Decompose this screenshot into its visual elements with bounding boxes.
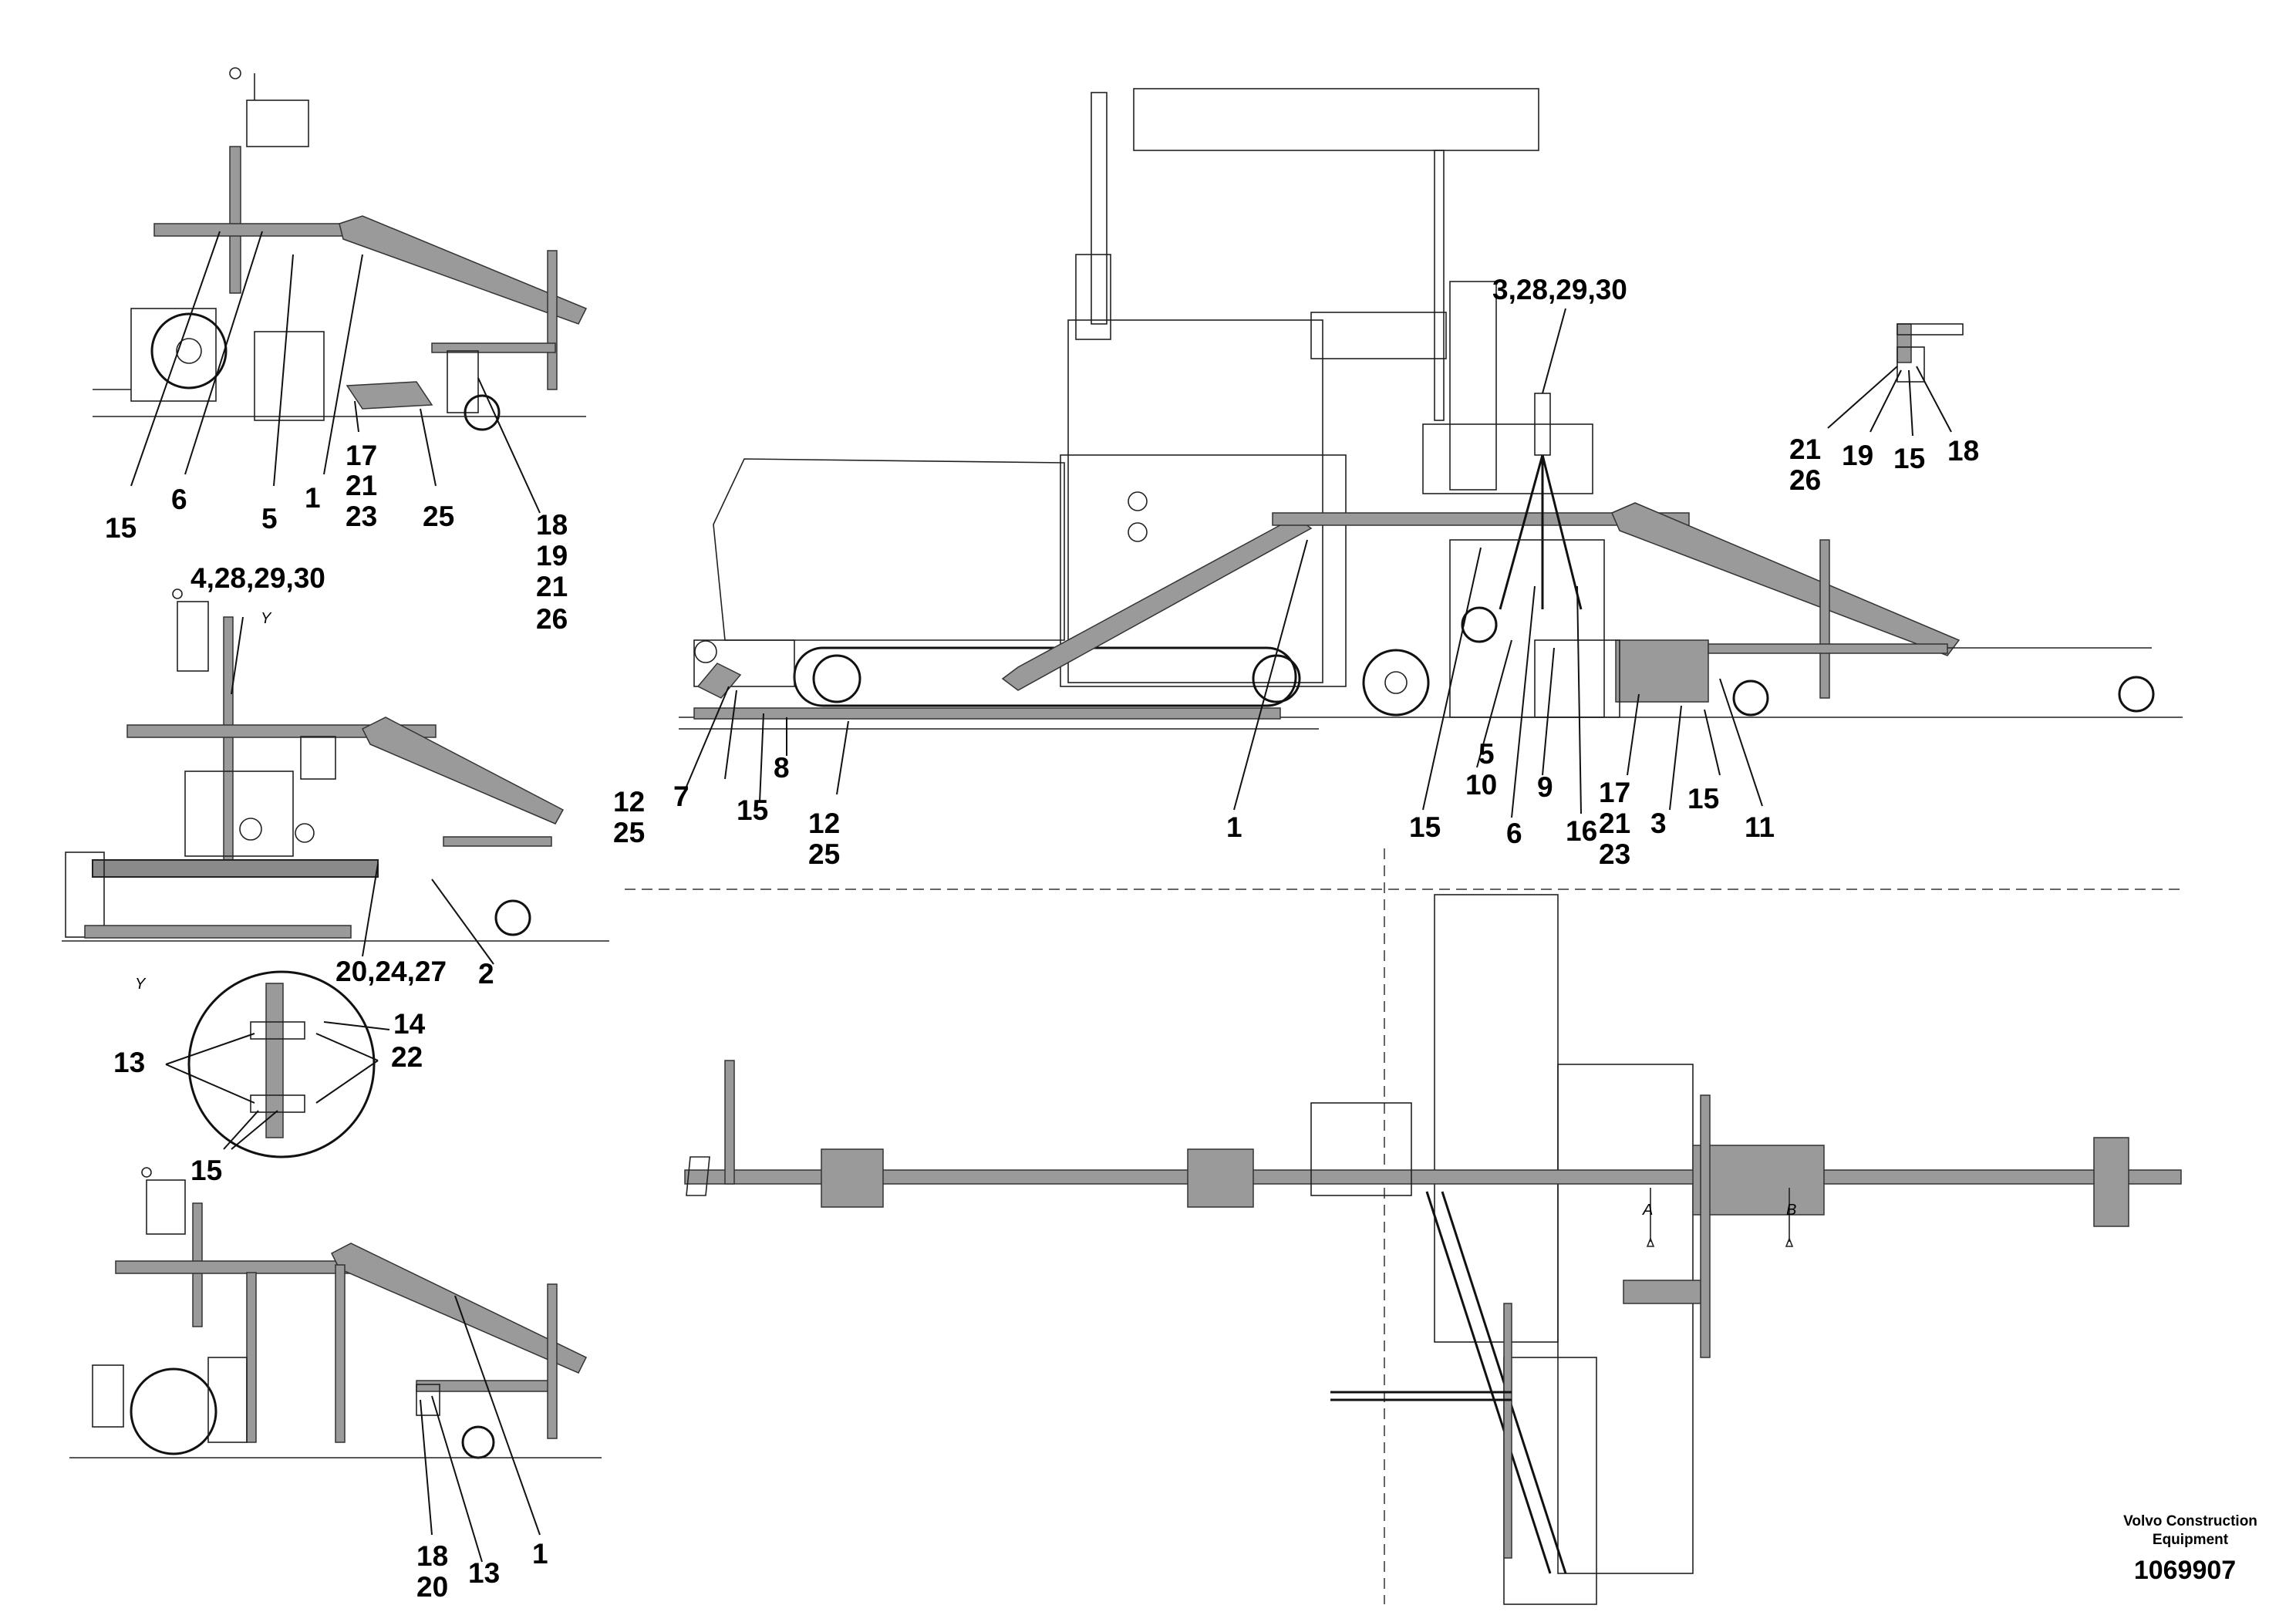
label-top-left-19: 19 <box>536 540 568 572</box>
label-side-12: 12 <box>613 786 645 818</box>
label-top-left-18: 18 <box>536 509 568 541</box>
label-middle-left-4-28-29-30: 4,28,29,30 <box>190 562 325 594</box>
label-side-12b: 12 <box>808 808 840 839</box>
label-side-3-28-29-30: 3,28,29,30 <box>1492 274 1627 305</box>
label-top-left-15: 15 <box>105 512 137 544</box>
label-side-21: 21 <box>1599 808 1630 839</box>
label-side-8: 8 <box>774 752 790 784</box>
label-side-7: 7 <box>673 781 689 812</box>
label-top-left-26: 26 <box>536 603 568 635</box>
label-detail-y-13: 13 <box>113 1047 145 1078</box>
label-top-left-23: 23 <box>346 501 377 532</box>
label-side-15c: 15 <box>1687 783 1719 814</box>
label-side-17: 17 <box>1599 777 1630 808</box>
detail-view-y <box>165 970 390 1158</box>
label-top-right-19: 19 <box>1842 440 1873 471</box>
footer-manufacturer-line2: Equipment <box>2153 1532 2229 1548</box>
label-side-1: 1 <box>1226 811 1242 843</box>
detail-view-middle-left <box>62 588 609 965</box>
label-top-right-18: 18 <box>1947 435 1979 467</box>
label-side-25: 25 <box>613 817 645 848</box>
label-detail-y-title: Y <box>135 976 147 993</box>
label-side-3: 3 <box>1650 808 1667 839</box>
label-middle-left-20-24-27: 20,24,27 <box>335 956 447 987</box>
label-bottom-left-13: 13 <box>468 1557 500 1589</box>
label-bottom-left-18: 18 <box>416 1540 448 1572</box>
label-side-9: 9 <box>1537 771 1553 803</box>
side-view-paver <box>679 88 2183 818</box>
label-middle-left-y: Y <box>261 610 272 627</box>
label-bottom-left-1: 1 <box>532 1538 548 1570</box>
footer-drawing-number: 1069907 <box>2134 1556 2236 1585</box>
label-side-6: 6 <box>1506 818 1522 849</box>
label-side-5: 5 <box>1478 738 1495 770</box>
label-top-left-21b: 21 <box>536 571 568 602</box>
label-side-10: 10 <box>1465 769 1497 801</box>
footer-manufacturer-line1: Volvo Construction <box>2123 1513 2257 1529</box>
label-top-view-b: B <box>1786 1202 1796 1219</box>
label-top-right-15: 15 <box>1893 443 1925 474</box>
label-top-left-5: 5 <box>261 503 278 534</box>
label-side-16: 16 <box>1566 815 1597 847</box>
top-view-paver <box>684 848 2182 1605</box>
label-bottom-left-20: 20 <box>416 1571 448 1603</box>
label-side-11: 11 <box>1745 811 1775 843</box>
label-side-23: 23 <box>1599 838 1630 870</box>
detail-view-top-right <box>1827 323 1964 437</box>
label-top-left-21: 21 <box>346 470 377 501</box>
detail-view-bottom-left <box>69 1167 602 1563</box>
detail-view-top-left <box>93 67 588 514</box>
label-top-left-6: 6 <box>171 484 187 515</box>
label-side-15b: 15 <box>1409 811 1441 843</box>
label-detail-y-15: 15 <box>190 1155 222 1186</box>
label-top-right-26: 26 <box>1789 464 1821 496</box>
label-middle-left-2: 2 <box>478 958 494 990</box>
label-top-right-21: 21 <box>1789 433 1821 465</box>
label-top-left-17: 17 <box>346 440 377 471</box>
label-side-25b: 25 <box>808 838 840 870</box>
label-top-view-a: A <box>1642 1202 1653 1219</box>
label-detail-y-14: 14 <box>393 1008 426 1040</box>
label-top-left-25: 25 <box>423 501 454 532</box>
label-detail-y-22: 22 <box>391 1041 423 1073</box>
label-side-15: 15 <box>737 794 768 826</box>
label-top-left-1: 1 <box>305 482 321 514</box>
